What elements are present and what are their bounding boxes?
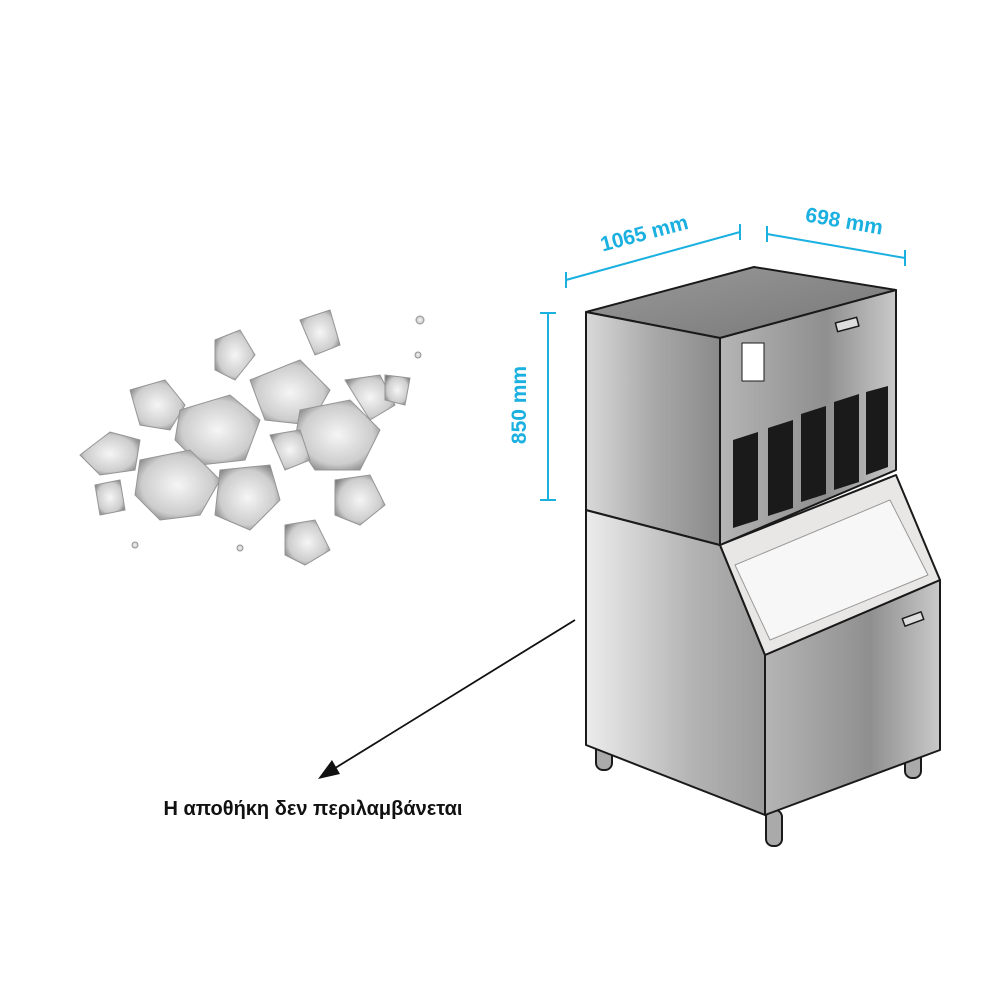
- vents: [733, 386, 888, 528]
- left-face: [585, 311, 721, 546]
- label-plate: [741, 342, 765, 382]
- pointer-arrow: [318, 619, 576, 779]
- storage-not-included-caption: Η αποθήκη δεν περιλαμβάνεται: [163, 798, 463, 820]
- leg: [765, 809, 783, 847]
- width-dimension-label: 698 mm: [804, 203, 885, 239]
- crushed-ice-image: [79, 309, 425, 566]
- dimension-lines: [540, 224, 906, 501]
- ice-machine-illustration: [585, 266, 941, 847]
- height-dimension-label: 850 mm: [508, 366, 531, 444]
